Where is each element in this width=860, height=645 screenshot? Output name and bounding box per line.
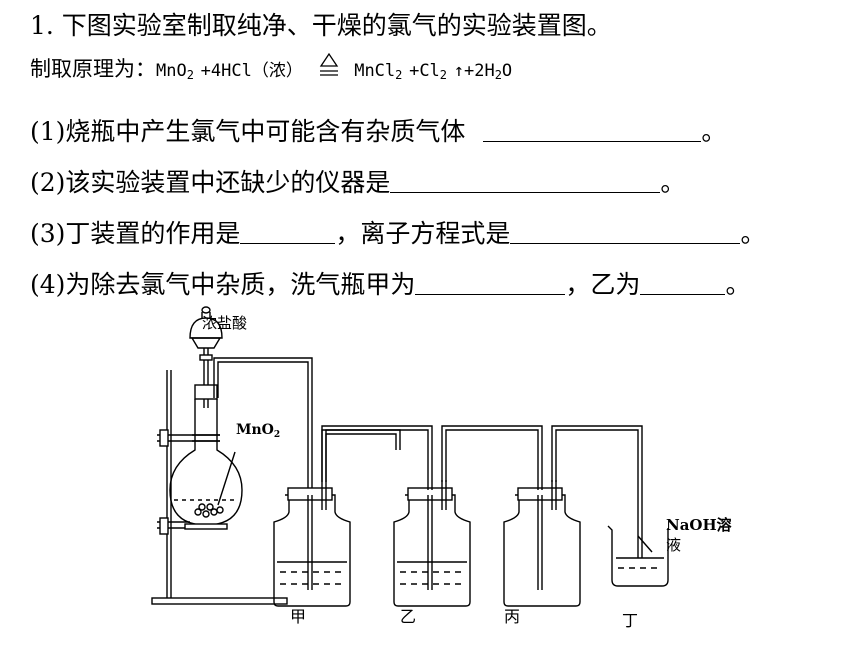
tube-c	[551, 425, 643, 558]
separatory-funnel	[189, 306, 223, 408]
part-2: (2)该实验装置中还缺少的仪器是 。	[30, 163, 685, 199]
title-text: 1. 下图实验室制取纯净、干燥的氯气的实验装置图。	[30, 11, 612, 40]
answer-blank-4a[interactable]	[415, 272, 566, 295]
reaction-principle: 制取原理为：MnO2 +4HCl（浓） MnCl2 +Cl2 ↑+2H2O	[30, 52, 512, 83]
tube-b	[441, 425, 543, 490]
beaker-ding	[607, 525, 669, 587]
answer-blank-3a[interactable]	[240, 221, 336, 244]
part-3-end: 。	[740, 219, 766, 248]
tube-jia-to-yi	[322, 426, 408, 490]
answer-blank-3b[interactable]	[510, 221, 741, 244]
part-3-mid: ，离子方程式是	[335, 219, 511, 248]
part-1-end: 。	[701, 117, 727, 146]
connecting-tube-1b	[396, 425, 432, 495]
question-title: 1. 下图实验室制取纯净、干燥的氯气的实验装置图。	[30, 6, 612, 42]
product-water: +2H2O	[463, 61, 513, 82]
gas-arrow: ↑	[453, 61, 464, 81]
part-3-text: (3)丁装置的作用是	[30, 219, 241, 248]
label-beaker-ding: 丁	[622, 611, 638, 630]
part-1: (1)烧瓶中产生氯气中可能含有杂质气体 。	[30, 112, 726, 148]
part-2-text: (2)该实验装置中还缺少的仪器是	[30, 168, 391, 197]
label-bottle-bing: 丙	[504, 607, 520, 626]
bottle-yi	[393, 480, 471, 607]
connecting-tube-1	[321, 429, 401, 480]
part-4-text: (4)为除去氯气中杂质，洗气瓶甲为	[30, 270, 416, 299]
wire-gauze	[184, 523, 228, 530]
part-4: (4)为除去氯气中杂质，洗气瓶甲为 ，乙为 。	[30, 265, 750, 301]
principle-prefix: 制取原理为：	[30, 57, 156, 81]
tube-a	[321, 425, 433, 490]
iron-stand	[151, 370, 288, 605]
product-cl2: +Cl2	[409, 61, 448, 82]
part-3: (3)丁装置的作用是 ，离子方程式是 。	[30, 214, 765, 250]
part-4-end: 。	[725, 270, 751, 299]
delivery-tube-1	[213, 357, 313, 495]
answer-blank-2[interactable]	[390, 170, 661, 193]
bottle-jia	[273, 480, 351, 607]
tube-jia-yi	[322, 426, 432, 495]
part-2-end: 。	[660, 168, 686, 197]
part-1-text: (1)烧瓶中产生氯气中可能含有杂质气体	[30, 117, 466, 146]
product-mncl2: MnCl2	[354, 61, 403, 82]
label-mno2: MnO2	[236, 422, 280, 440]
flask-stopper	[194, 370, 219, 400]
reactant-hcl: +4HCl（浓）	[200, 61, 303, 81]
bottle-bing	[503, 480, 581, 607]
round-bottom-flask	[169, 399, 243, 526]
label-bottle-yi: 乙	[400, 607, 416, 626]
heat-condition-icon	[314, 52, 344, 82]
apparatus-diagram: 浓盐酸 MnO2 NaOH溶 液 甲 乙 丙 丁	[151, 306, 732, 630]
label-naoh-2: 液	[666, 536, 681, 554]
reactant-mno2: MnO2	[156, 61, 194, 82]
label-concentrated-hcl: 浓盐酸	[202, 314, 247, 332]
label-naoh-1: NaOH溶	[666, 516, 732, 534]
answer-blank-1[interactable]	[483, 119, 702, 142]
answer-blank-4b[interactable]	[640, 272, 726, 295]
label-bottle-jia: 甲	[290, 607, 306, 626]
part-4-mid: ，乙为	[565, 270, 641, 299]
